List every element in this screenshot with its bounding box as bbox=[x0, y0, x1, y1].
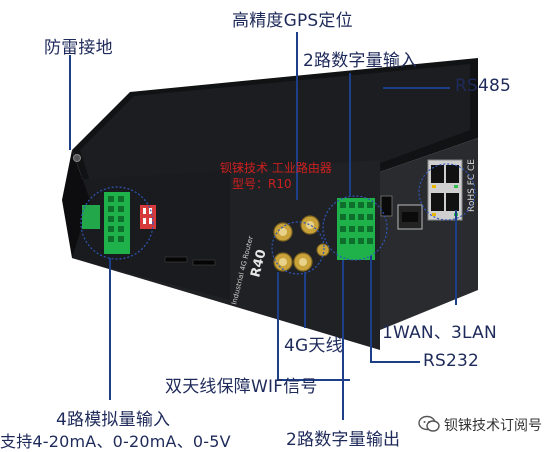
label-digital-in: 2路数字量输入 bbox=[303, 51, 418, 71]
highlight-ethernet bbox=[418, 163, 476, 221]
model-mark-text: R40 bbox=[248, 248, 269, 279]
antenna-wifi-2 bbox=[273, 252, 293, 272]
dip-switch bbox=[140, 205, 156, 229]
callout-lines bbox=[69, 32, 457, 420]
highlight-circles bbox=[80, 163, 476, 275]
analog-terminal-block bbox=[82, 192, 130, 254]
overlay-company: 钡铼技术 工业路由器 bbox=[220, 161, 332, 175]
label-wifi: 双天线保障WIF信号 bbox=[165, 377, 318, 397]
callout-rs232 bbox=[370, 256, 420, 363]
label-lightning: 防雷接地 bbox=[44, 38, 113, 58]
watermark-text: 钡铼技术订阅号 bbox=[444, 418, 542, 434]
wechat-icon bbox=[418, 415, 440, 432]
antenna-wifi-1 bbox=[273, 222, 293, 242]
router-left-cap bbox=[62, 150, 90, 258]
label-analog: 4路模拟量输入 bbox=[56, 410, 171, 430]
label-analog-range: 支持4-20mA、0-20mA、0-5V bbox=[0, 432, 231, 451]
sim-slot-2 bbox=[192, 259, 216, 266]
label-rs232: RS232 bbox=[423, 351, 480, 371]
label-4g: 4G天线 bbox=[284, 336, 343, 356]
label-gps: 高精度GPS定位 bbox=[232, 11, 353, 31]
antenna-extra bbox=[316, 243, 330, 257]
console-port-slot bbox=[402, 212, 418, 222]
sim-slot-1 bbox=[164, 256, 188, 263]
highlight-analog bbox=[80, 186, 154, 260]
cert-marks: RoHS FC CE bbox=[467, 159, 477, 212]
antenna-4g bbox=[293, 252, 313, 272]
label-digital-out: 2路数字量输出 bbox=[286, 430, 401, 450]
label-wan-lan: 1WAN、3LAN bbox=[382, 323, 497, 343]
label-rs485: RS485 bbox=[455, 76, 512, 96]
digital-terminal-block bbox=[337, 198, 375, 260]
screw-icon bbox=[73, 154, 81, 162]
highlight-antennas bbox=[271, 221, 325, 275]
usb-port bbox=[380, 195, 393, 217]
callout-wifi bbox=[277, 272, 350, 381]
overlay-model: 型号：R10 bbox=[232, 177, 292, 191]
antenna-gps bbox=[300, 215, 320, 235]
highlight-digital bbox=[322, 195, 388, 261]
